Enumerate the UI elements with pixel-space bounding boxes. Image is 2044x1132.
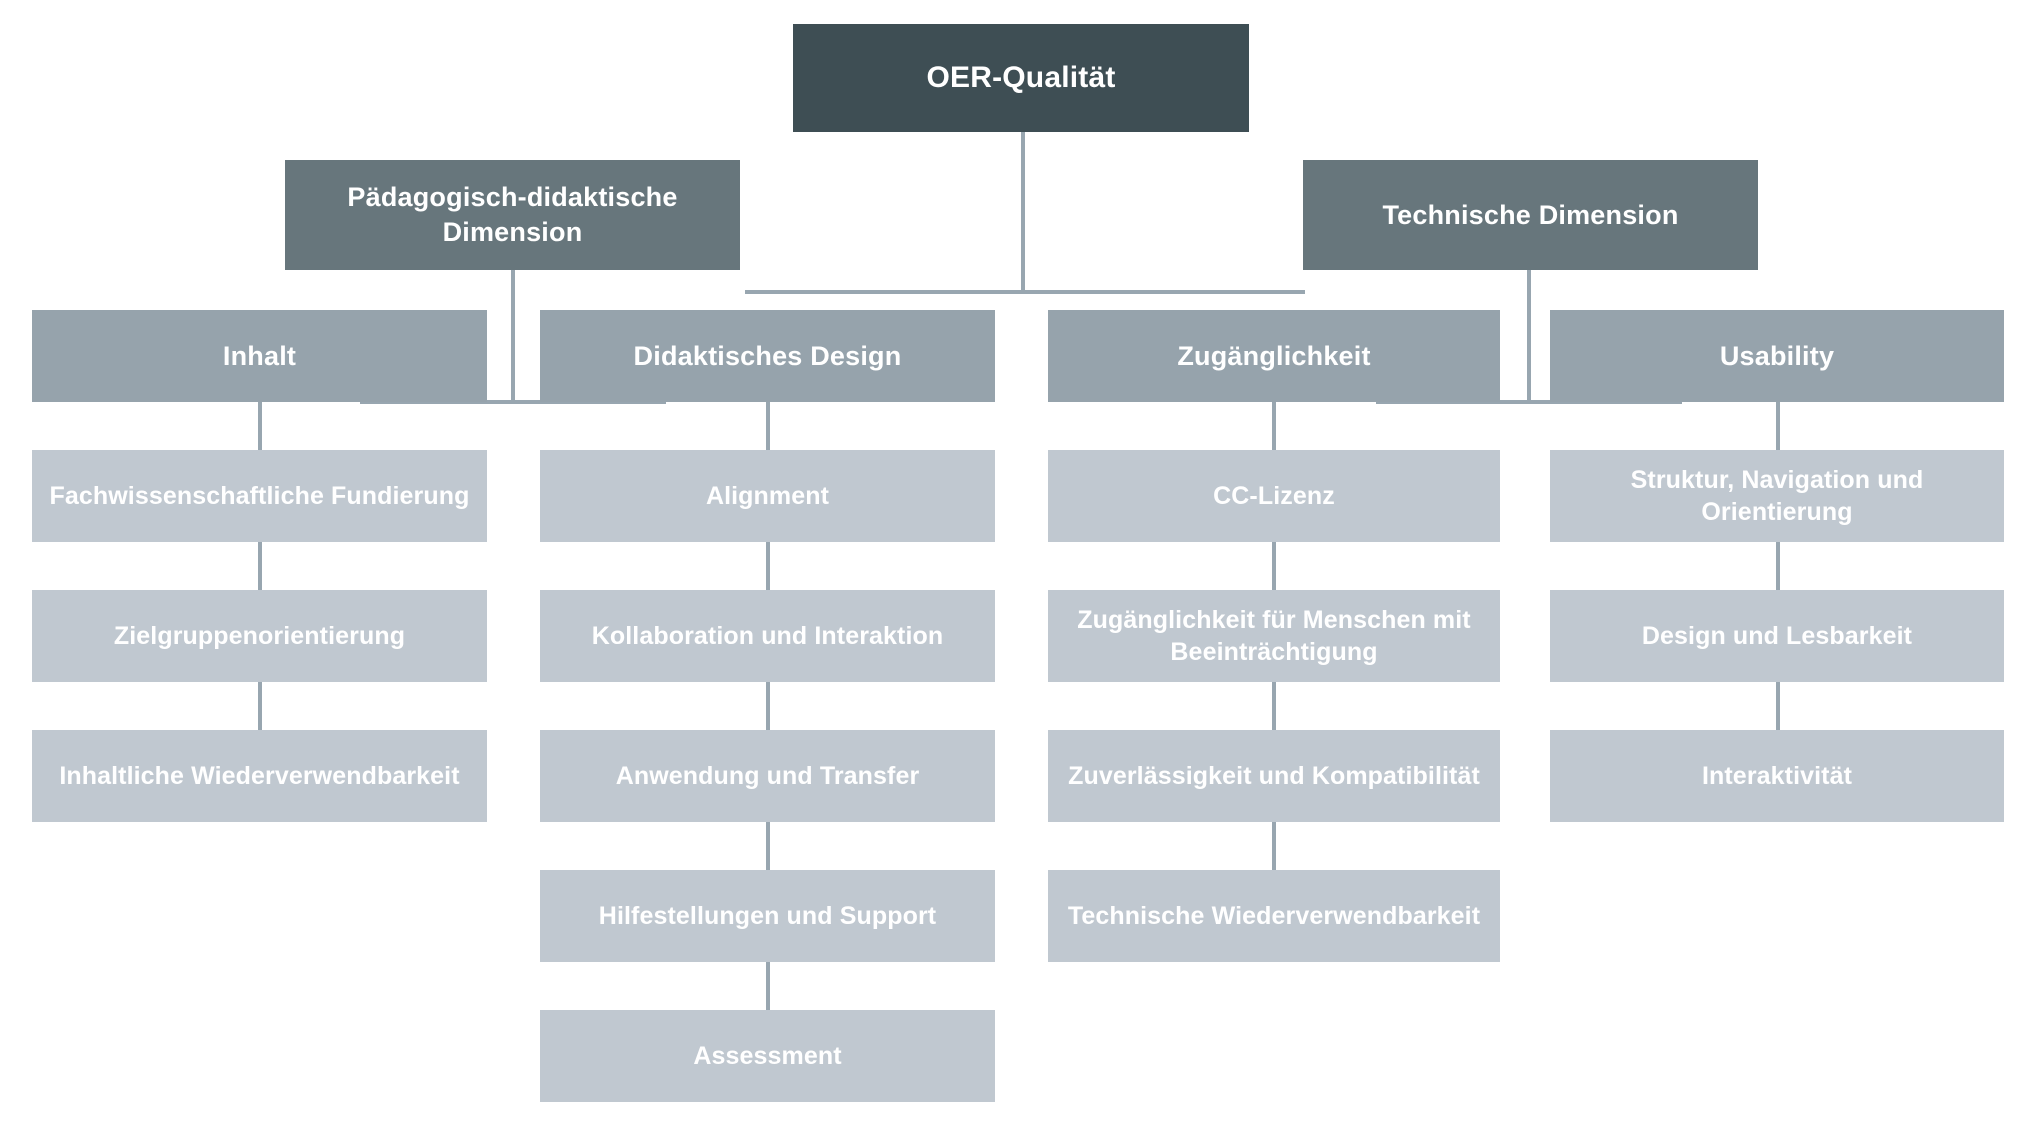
leaf-zielgruppenorientierung[interactable]: Zielgruppenorientierung xyxy=(32,590,487,682)
connector-pedagogical-stem xyxy=(511,270,515,404)
node-technische-dimension[interactable]: Technische Dimension xyxy=(1303,160,1758,270)
leaf-fachwissenschaftliche-fundierung[interactable]: Fachwissenschaftliche Fundierung xyxy=(32,450,487,542)
node-oer-qualitaet[interactable]: OER-Qualität xyxy=(793,24,1249,132)
node-usability[interactable]: Usability xyxy=(1550,310,2004,402)
leaf-inhaltliche-wiederverwendbarkeit[interactable]: Inhaltliche Wiederverwendbarkeit xyxy=(32,730,487,822)
connector-pedagogical-category-bus xyxy=(360,400,666,404)
leaf-design-und-lesbarkeit[interactable]: Design und Lesbarkeit xyxy=(1550,590,2004,682)
leaf-technische-wiederverwendbarkeit[interactable]: Technische Wiederverwendbarkeit xyxy=(1048,870,1500,962)
connector-technical-stem xyxy=(1527,270,1531,404)
leaf-assessment[interactable]: Assessment xyxy=(540,1010,995,1102)
connector-root-stem xyxy=(1021,132,1025,292)
leaf-anwendung-und-transfer[interactable]: Anwendung und Transfer xyxy=(540,730,995,822)
leaf-struktur-navigation-und-orientierung[interactable]: Struktur, Navigation und Orientierung xyxy=(1550,450,2004,542)
node-zugaenglichkeit[interactable]: Zugänglichkeit xyxy=(1048,310,1500,402)
leaf-kollaboration-und-interaktion[interactable]: Kollaboration und Interaktion xyxy=(540,590,995,682)
node-paedagogisch-didaktische-dimension[interactable]: Pädagogisch-didaktische Dimension xyxy=(285,160,740,270)
leaf-interaktivitaet[interactable]: Interaktivität xyxy=(1550,730,2004,822)
connector-didaktisches-design-spine xyxy=(766,402,770,1054)
leaf-alignment[interactable]: Alignment xyxy=(540,450,995,542)
connector-technical-category-bus xyxy=(1376,400,1682,404)
node-didaktisches-design[interactable]: Didaktisches Design xyxy=(540,310,995,402)
node-inhalt[interactable]: Inhalt xyxy=(32,310,487,402)
leaf-hilfestellungen-und-support[interactable]: Hilfestellungen und Support xyxy=(540,870,995,962)
connector-dimension-bus xyxy=(745,290,1305,294)
leaf-zuverlaessigkeit-und-kompatibilitaet[interactable]: Zuverlässigkeit und Kompatibilität xyxy=(1048,730,1500,822)
leaf-cc-lizenz[interactable]: CC-Lizenz xyxy=(1048,450,1500,542)
leaf-zugaenglichkeit-fuer-menschen-mit-beeintraechtigung[interactable]: Zugänglichkeit für Menschen mit Beeinträ… xyxy=(1048,590,1500,682)
